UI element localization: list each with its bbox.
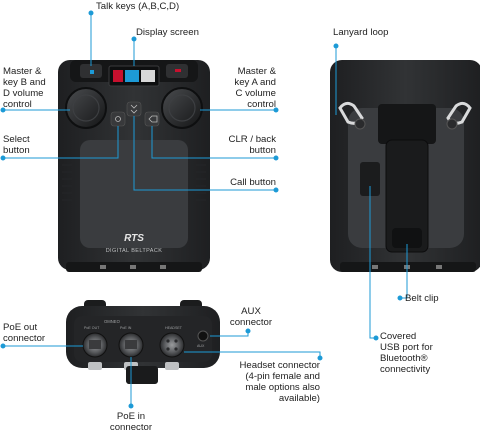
label-call-button: Call button [230, 177, 276, 188]
talk-key-b-led [90, 70, 94, 74]
talk-key-a-led [175, 69, 181, 72]
label-lanyard-loop: Lanyard loop [333, 27, 389, 38]
belt-clip-tab [392, 228, 422, 248]
clr-icon [148, 115, 158, 123]
port-label-poe-in: PoE IN [120, 326, 132, 330]
bottom-view: OMNEO PoE OUT PoE IN HEADSET AUX [66, 300, 220, 384]
right-grip-ridges [196, 164, 206, 201]
label-covered-usb: Covered USB port for Bluetooth® connecti… [380, 331, 433, 375]
front-view: RTS DIGITAL BELTPACK [58, 60, 210, 272]
callout-leaders [0, 10, 408, 409]
display-red-block [113, 70, 123, 82]
back-view [330, 60, 480, 272]
leader-clr-dot [273, 155, 279, 161]
label-clr-back: CLR / back button [228, 134, 276, 156]
left-grip-ridges [62, 164, 72, 201]
back-port-1 [372, 265, 378, 269]
label-poe-out: PoE out connector [3, 322, 46, 344]
leader-usb-dot [373, 335, 379, 341]
leader-select-dot [0, 155, 6, 161]
leader-master-ac-dot [273, 107, 279, 113]
label-master-b-d: Master & key B and D volume control [3, 66, 46, 110]
leader-master-bd-dot [0, 107, 6, 113]
leader-lanyard-dot [333, 43, 339, 49]
leader-call [133, 116, 276, 191]
back-port-3 [436, 265, 442, 269]
lanyard-loop-right [446, 101, 472, 125]
brand-logo: RTS [124, 233, 144, 244]
select-icon [115, 116, 121, 122]
call-button [126, 101, 142, 117]
call-icon [130, 104, 138, 114]
lanyard-loop-left [338, 101, 364, 125]
right-volume-knob [161, 87, 203, 129]
leader-select [3, 126, 119, 159]
left-volume-knob [65, 87, 107, 129]
poe-out-socket [89, 340, 101, 349]
leader-call-dot [273, 187, 279, 193]
leader-display-dot [131, 36, 137, 42]
leader-clr [151, 126, 276, 159]
port-label-omneo: OMNEO [104, 319, 121, 324]
right-knob-ring [168, 94, 196, 122]
back-screw-right [446, 118, 458, 130]
label-display-screen: Display screen [136, 27, 199, 38]
headset-pins [166, 339, 178, 351]
leader-poe-in-dot [128, 403, 134, 409]
label-select-button: Select button [3, 134, 30, 156]
label-master-a-c: Master & key A and C volume control [234, 66, 276, 110]
leader-poe-out-dot [0, 343, 6, 349]
front-port-1 [100, 265, 106, 269]
left-knob-ring [72, 94, 100, 122]
label-headset: Headset connector (4-pin female and male… [239, 360, 320, 404]
display-blue-block [125, 70, 139, 82]
label-talk-keys: Talk keys (A,B,C,D) [96, 1, 180, 12]
model-name: DIGITAL BELTPACK [106, 248, 163, 254]
select-button [110, 111, 126, 127]
front-port-3 [160, 265, 166, 269]
port-label-headset: HEADSET [165, 326, 183, 330]
usb-port-cover [360, 162, 380, 196]
bottom-belt-clip [126, 366, 158, 384]
leader-belt-clip-dot [397, 295, 403, 301]
port-label-poe-out: PoE OUT [84, 326, 100, 330]
front-port-2 [130, 265, 136, 269]
label-belt-clip: Belt clip [405, 293, 439, 304]
back-screw-left [354, 118, 366, 130]
headset-port [159, 332, 185, 358]
headset-latch [165, 362, 179, 370]
poe-in-socket [125, 340, 137, 349]
leader-headset-dot [317, 355, 323, 361]
front-lower-panel [80, 140, 188, 248]
aux-port [197, 330, 209, 342]
label-aux: AUX connector [229, 306, 273, 328]
label-poe-in: PoE in connector [109, 411, 153, 433]
poe-out-latch [88, 362, 102, 370]
leader-aux-dot [245, 328, 251, 334]
port-label-aux: AUX [197, 344, 205, 348]
belt-clip-top [378, 104, 436, 144]
display-white-block [141, 70, 155, 82]
leader-talk-keys-dot [88, 10, 94, 16]
